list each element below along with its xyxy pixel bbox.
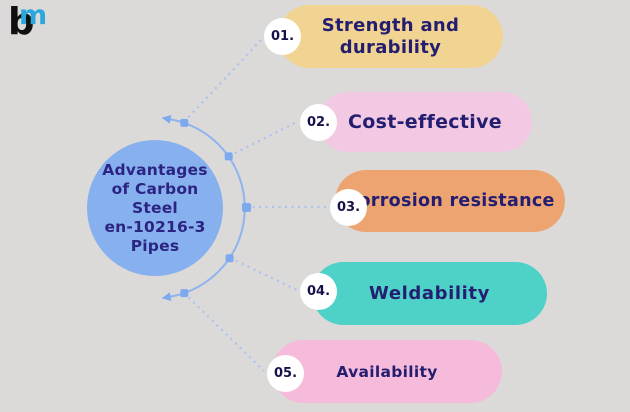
advantage-pill-availability: Availability bbox=[272, 340, 502, 403]
hub-title-line: Advantages bbox=[102, 160, 208, 179]
arc-arrow-bottom-icon bbox=[161, 292, 172, 301]
number-badge-text: 05. bbox=[273, 366, 298, 381]
advantage-pill-corrosion: Corrosion resistance bbox=[335, 170, 565, 232]
arc-node-2 bbox=[224, 152, 233, 161]
hub-title-line: en-10216-3 bbox=[104, 217, 206, 236]
number-badge-text: 04. bbox=[306, 284, 331, 299]
number-badge-text: 03. bbox=[336, 200, 361, 215]
advantage-pill-weldability: Weldability bbox=[312, 262, 547, 325]
arc-node-3 bbox=[242, 203, 251, 212]
advantage-pill-strength: Strength and durability bbox=[278, 5, 503, 68]
number-badge-2: 02. bbox=[300, 104, 337, 141]
arc-node-5 bbox=[180, 289, 189, 298]
hub-title-line: Steel bbox=[132, 198, 178, 217]
number-badge-4: 04. bbox=[300, 273, 337, 310]
number-badge-5: 05. bbox=[267, 355, 304, 392]
hub-title-line: of Carbon bbox=[111, 179, 199, 198]
logo-letter-m: m bbox=[19, 0, 48, 31]
pill-label: Weldability bbox=[369, 283, 490, 304]
number-badge-1: 01. bbox=[264, 18, 301, 55]
pill-label: Availability bbox=[336, 362, 438, 381]
dotted-line-item-5 bbox=[183, 292, 265, 372]
hub-title-line: Pipes bbox=[130, 236, 180, 255]
pill-label-line: durability bbox=[339, 36, 442, 58]
number-badge-text: 01. bbox=[270, 29, 295, 44]
pill-label: Corrosion resistance bbox=[345, 191, 555, 211]
arc-node-1 bbox=[180, 118, 189, 127]
dotted-line-item-1 bbox=[183, 39, 262, 123]
hub-circle: Advantages of Carbon Steel en-10216-3 Pi… bbox=[87, 140, 223, 276]
pill-label: Strength and durability bbox=[322, 15, 459, 59]
number-badge-3: 03. bbox=[330, 189, 367, 226]
arc-arrow-top-icon bbox=[161, 115, 172, 124]
pipingmart-logo: p m bbox=[6, 0, 60, 58]
pill-label-line: Strength and bbox=[321, 14, 460, 36]
number-badge-text: 02. bbox=[306, 115, 331, 130]
arc-node-4 bbox=[225, 254, 234, 263]
advantage-pill-cost: Cost-effective bbox=[318, 92, 532, 152]
dotted-line-item-4 bbox=[229, 257, 298, 291]
pill-label: Cost-effective bbox=[348, 111, 502, 133]
dotted-line-item-2 bbox=[228, 121, 298, 157]
